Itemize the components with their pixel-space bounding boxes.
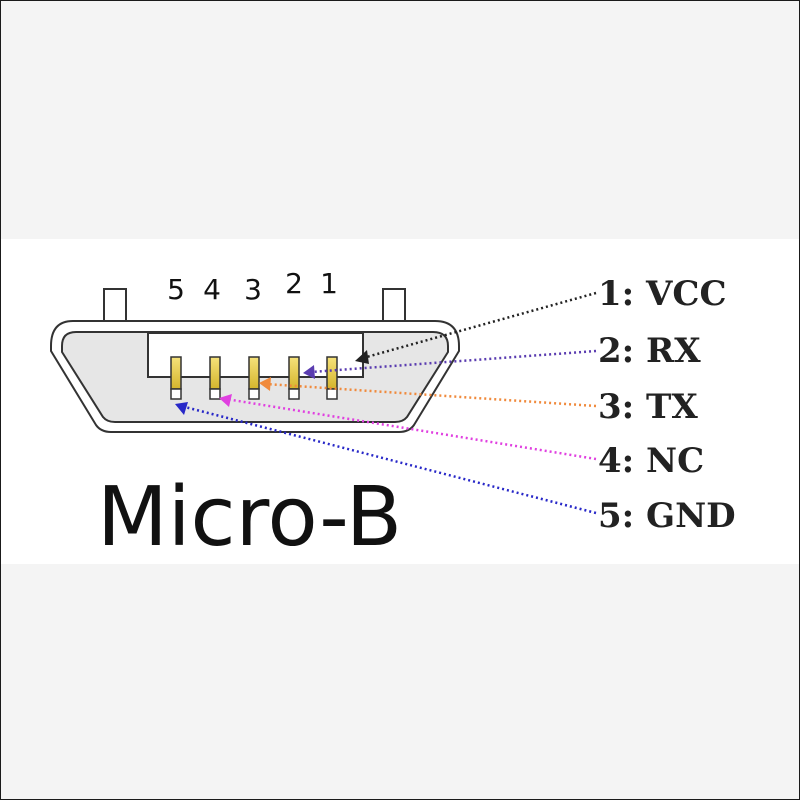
leader-lines xyxy=(180,291,597,515)
pin-number-row: 5 4 3 2 1 xyxy=(167,267,338,306)
pin-label-rx: 2: RX xyxy=(598,331,701,371)
pin-number-3: 3 xyxy=(244,273,262,306)
pin-number-4: 4 xyxy=(203,273,221,306)
pin-number-2: 2 xyxy=(285,267,303,300)
leader-line-gnd xyxy=(180,404,597,515)
arrowhead-gnd xyxy=(175,402,188,415)
arrowhead-rx xyxy=(303,365,315,379)
leader-arrowheads xyxy=(175,350,369,415)
contact-pin-5 xyxy=(170,356,182,400)
leader-line-tx xyxy=(265,382,597,408)
contact-pin-1 xyxy=(326,356,338,400)
arrowhead-tx xyxy=(259,377,271,391)
connector-title: Micro-B xyxy=(97,470,402,565)
arrowhead-vcc xyxy=(355,350,369,364)
left-mount-tab xyxy=(103,288,127,322)
pin-label-gnd: 5: GND xyxy=(598,496,736,536)
contact-pin-3 xyxy=(248,356,260,400)
arrowhead-nc xyxy=(219,394,232,407)
contact-pin-2 xyxy=(288,356,300,400)
pin-labels: 1: VCC 2: RX 3: TX 4: NC 5: GND xyxy=(598,274,737,537)
pin-label-nc: 4: NC xyxy=(598,441,704,481)
contact-pins xyxy=(170,356,338,400)
contact-pin-4 xyxy=(209,356,221,400)
pin-number-1: 1 xyxy=(320,267,338,300)
right-mount-tab xyxy=(382,288,406,322)
pin-label-tx: 3: TX xyxy=(598,387,698,427)
pin-label-vcc: 1: VCC xyxy=(598,274,727,314)
leader-line-vcc xyxy=(362,291,597,360)
pin-number-5: 5 xyxy=(167,273,185,306)
